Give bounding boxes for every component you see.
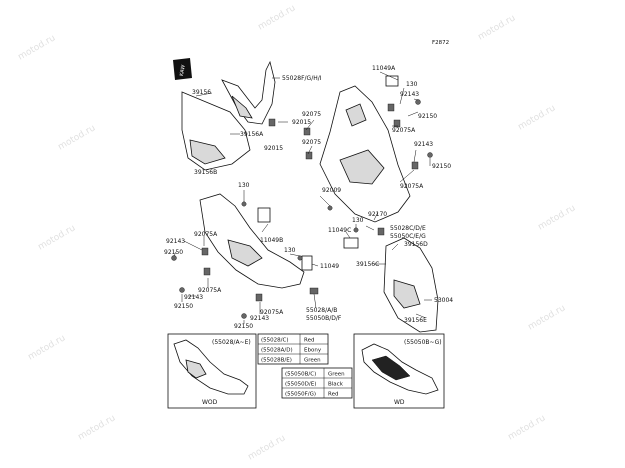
watermark: motod.ru bbox=[17, 33, 58, 62]
right-table-code-2: (55050F/G) bbox=[285, 392, 316, 398]
callout-92075c: 92075A bbox=[392, 127, 416, 134]
callout-92150a: 92150 bbox=[418, 113, 437, 120]
left-inset-part bbox=[173, 339, 249, 395]
watermark: motod.ru bbox=[507, 413, 548, 442]
left-table-color-0: Red bbox=[304, 338, 314, 344]
callout-11049b: 11049B bbox=[260, 237, 283, 244]
callout-labels: 55028F/G/H/I 11049A 130 92143 92150 3915… bbox=[164, 65, 453, 330]
callout-92150c: 92150 bbox=[164, 249, 183, 256]
callout-130c: 130 bbox=[352, 217, 364, 224]
watermark: motod.ru bbox=[517, 103, 558, 132]
left-inset-caption: WOD bbox=[202, 399, 218, 406]
callout-92143c: 92143 bbox=[166, 238, 185, 245]
callout-53004: 53004 bbox=[434, 297, 453, 304]
watermark: motod.ru bbox=[537, 203, 578, 232]
bracket-11049 bbox=[301, 255, 313, 271]
right-table-color-0: Green bbox=[328, 372, 345, 378]
callout-92143a: 92143 bbox=[400, 91, 419, 98]
callout-92075d: 92075A bbox=[400, 183, 424, 190]
callout-39156: 39156 bbox=[192, 89, 211, 96]
right-inset-caption: WD bbox=[394, 399, 405, 406]
callout-130d: 130 bbox=[284, 247, 296, 254]
leader-lines bbox=[173, 71, 432, 324]
callout-92075b: 92075 bbox=[302, 139, 321, 146]
callout-92143d: 92143 bbox=[184, 294, 203, 301]
watermark: motod.ru bbox=[477, 13, 518, 42]
watermark: motod.ru bbox=[527, 303, 568, 332]
callout-11049d: 11049 bbox=[320, 263, 339, 270]
left-color-table: (55028/C) Red (55028A/D) Ebony (55028B/E… bbox=[257, 333, 329, 365]
right-inset-box: (55050B~G) WD bbox=[353, 333, 445, 409]
left-table-code-1: (55028A/D) bbox=[261, 348, 293, 354]
right-table-color-1: Black bbox=[328, 382, 344, 388]
callout-92150d: 92150 bbox=[174, 303, 193, 310]
left-table-code-2: (55028B/E) bbox=[261, 358, 292, 364]
lower-right-fairing-part bbox=[383, 237, 439, 333]
callout-11049c: 11049C bbox=[328, 227, 351, 234]
right-table-code-0: (55050B/C) bbox=[285, 372, 316, 378]
callout-92075e: 92075A bbox=[194, 231, 218, 238]
callout-92143b: 92143 bbox=[414, 141, 433, 148]
callout-92015b: 92015 bbox=[264, 145, 283, 152]
callout-39156c: 39156C bbox=[356, 261, 379, 268]
watermark: motod.ru bbox=[247, 433, 288, 462]
callout-55028a: 55028/A/B bbox=[306, 307, 337, 314]
right-table-color-2: Red bbox=[328, 392, 338, 398]
callout-92075f: 92075A bbox=[198, 287, 222, 294]
callout-39156b: 39156B bbox=[194, 169, 217, 176]
callout-92009: 92009 bbox=[322, 187, 341, 194]
callout-92075a: 92075 bbox=[302, 111, 321, 118]
callout-92075g: 92075A bbox=[260, 309, 284, 316]
side-tag: KAW bbox=[173, 58, 192, 80]
left-table-color-2: Green bbox=[304, 358, 321, 364]
callout-55028c: 55028C/D/E bbox=[390, 225, 426, 232]
bracket-11049a bbox=[385, 75, 399, 87]
side-tag-text: KAW bbox=[179, 64, 187, 76]
callout-130a: 130 bbox=[406, 81, 418, 88]
callout-92015a: 92015 bbox=[292, 119, 311, 126]
watermark: motod.ru bbox=[257, 3, 298, 32]
fasteners bbox=[171, 99, 433, 319]
left-side-fairing-part bbox=[181, 91, 251, 171]
callout-39156e: 39156E bbox=[404, 317, 427, 324]
watermark: motod.ru bbox=[77, 413, 118, 442]
callout-55028f: 55028F/G/H/I bbox=[282, 75, 322, 82]
watermark: motod.ru bbox=[27, 333, 68, 362]
callout-92150b: 92150 bbox=[432, 163, 451, 170]
callout-92150e: 92150 bbox=[234, 323, 253, 330]
right-table-code-1: (55050D/E) bbox=[285, 382, 316, 388]
callout-55050b: 55050B/D/F bbox=[306, 315, 342, 322]
bracket-11049b bbox=[257, 207, 271, 223]
upper-cowl-part bbox=[221, 60, 276, 125]
callout-39156a: 39156A bbox=[240, 131, 264, 138]
right-color-table: (55050B/C) Green (55050D/E) Black (55050… bbox=[281, 367, 353, 399]
right-inset-label: (55050B~G) bbox=[404, 339, 442, 346]
right-upper-fairing-part bbox=[319, 85, 411, 223]
callout-39156d: 39156D bbox=[404, 241, 428, 248]
diagram-code: F2872 bbox=[432, 40, 449, 46]
left-table-code-0: (55028/C) bbox=[261, 338, 288, 344]
watermark: motod.ru bbox=[57, 123, 98, 152]
bracket-11049c bbox=[343, 237, 359, 249]
callout-92170: 92170 bbox=[368, 211, 387, 218]
watermark: motod.ru bbox=[37, 223, 78, 252]
callout-92143e: 92143 bbox=[250, 315, 269, 322]
lower-left-fairing-part bbox=[199, 193, 305, 289]
left-inset-box: (55028/A~E) WOD bbox=[167, 333, 257, 409]
callout-130b: 130 bbox=[238, 182, 250, 189]
callout-11049a: 11049A bbox=[372, 65, 396, 72]
left-inset-label: (55028/A~E) bbox=[212, 339, 251, 346]
left-table-color-1: Ebony bbox=[304, 348, 322, 354]
callout-55050c: 55050C/E/G bbox=[390, 233, 426, 240]
